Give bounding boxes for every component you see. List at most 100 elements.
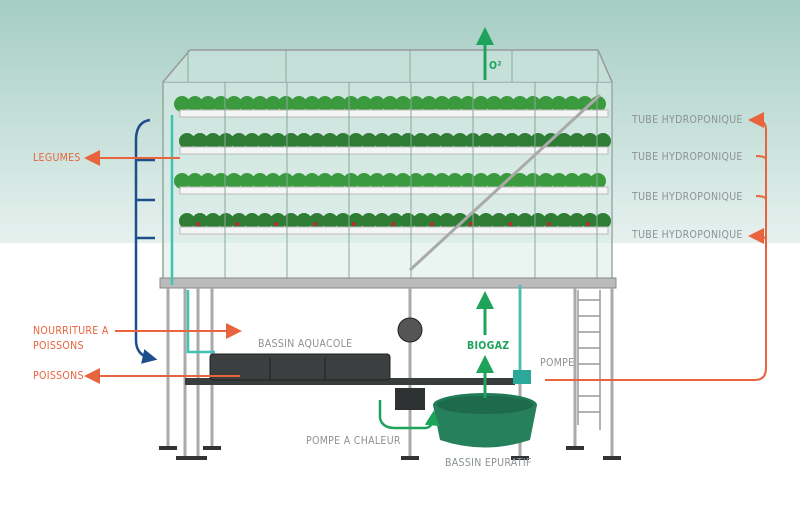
leg-foot: [189, 456, 207, 460]
label-poissons: POISSONS: [33, 370, 84, 382]
plant: [408, 96, 424, 112]
plant: [478, 213, 494, 229]
tomato: [235, 222, 239, 226]
plant: [582, 213, 598, 229]
plant: [400, 133, 416, 149]
plant: [309, 213, 325, 229]
leg-foot: [159, 446, 177, 450]
plant: [257, 213, 273, 229]
plant: [543, 213, 559, 229]
plant: [525, 96, 541, 112]
tomato: [547, 222, 551, 226]
pump-unit: [513, 370, 531, 384]
plant: [374, 133, 390, 149]
plant: [218, 133, 234, 149]
label-tube-hydroponique-2: TUBE HYDROPONIQUE: [632, 151, 743, 163]
plant: [491, 133, 507, 149]
plant: [460, 96, 476, 112]
label-pompe: POMPE: [540, 357, 575, 369]
plant: [434, 173, 450, 189]
tomato: [274, 222, 278, 226]
plant: [257, 133, 273, 149]
plant: [413, 133, 429, 149]
plant: [309, 133, 325, 149]
plant: [486, 96, 502, 112]
plant: [530, 213, 546, 229]
plant: [447, 173, 463, 189]
plant: [231, 133, 247, 149]
plant: [348, 133, 364, 149]
pompe-chaleur-unit: [395, 388, 425, 410]
plant: [322, 133, 338, 149]
leg-foot: [203, 446, 221, 450]
plant: [426, 133, 442, 149]
plant: [590, 173, 606, 189]
tomato: [469, 222, 473, 226]
plant: [564, 173, 580, 189]
label-pompe-chaleur: POMPE A CHALEUR: [306, 435, 401, 447]
plant: [577, 173, 593, 189]
plant: [174, 96, 190, 112]
plant: [395, 173, 411, 189]
plant: [473, 96, 489, 112]
label-biogaz: BIOGAZ: [467, 340, 510, 352]
plant: [317, 96, 333, 112]
plant: [512, 96, 528, 112]
plant: [265, 173, 281, 189]
plant: [335, 133, 351, 149]
legumes-bracket: [134, 118, 158, 364]
label-tube-hydroponique-4: TUBE HYDROPONIQUE: [632, 229, 743, 241]
plant: [551, 173, 567, 189]
tomato: [313, 222, 317, 226]
label-o2: O²: [489, 60, 502, 72]
plant: [174, 173, 190, 189]
plant: [473, 173, 489, 189]
plant: [595, 133, 611, 149]
plant: [582, 133, 598, 149]
plant: [187, 96, 203, 112]
plant: [517, 133, 533, 149]
plant: [317, 173, 333, 189]
plant: [179, 133, 195, 149]
label-bassin-epuratif: BASSIN EPURATIF: [445, 457, 532, 469]
plant: [452, 133, 468, 149]
plant: [413, 213, 429, 229]
hydroponic-tube: [179, 146, 609, 155]
plant: [595, 213, 611, 229]
tomato: [430, 222, 434, 226]
plant: [270, 213, 286, 229]
plant: [192, 213, 208, 229]
plant: [517, 213, 533, 229]
plant: [330, 96, 346, 112]
hydroponic-tube: [179, 226, 609, 235]
plant: [244, 133, 260, 149]
plant: [426, 213, 442, 229]
leg-foot: [401, 456, 419, 460]
plant: [569, 133, 585, 149]
greenhouse: [159, 49, 617, 289]
tomato: [352, 222, 356, 226]
plant: [504, 213, 520, 229]
plant: [205, 133, 221, 149]
plant: [192, 133, 208, 149]
plant: [551, 96, 567, 112]
plant: [244, 213, 260, 229]
plant: [226, 173, 242, 189]
plant: [538, 96, 554, 112]
plant: [569, 213, 585, 229]
plant: [291, 173, 307, 189]
plant: [231, 213, 247, 229]
plant: [205, 213, 221, 229]
label-tube-hydroponique-1: TUBE HYDROPONIQUE: [632, 114, 743, 126]
plant: [564, 96, 580, 112]
plant: [252, 173, 268, 189]
lower-platform: [185, 378, 515, 385]
plant: [322, 213, 338, 229]
plant: [296, 213, 312, 229]
plant: [387, 213, 403, 229]
plant: [239, 96, 255, 112]
plant: [304, 173, 320, 189]
plant: [577, 96, 593, 112]
